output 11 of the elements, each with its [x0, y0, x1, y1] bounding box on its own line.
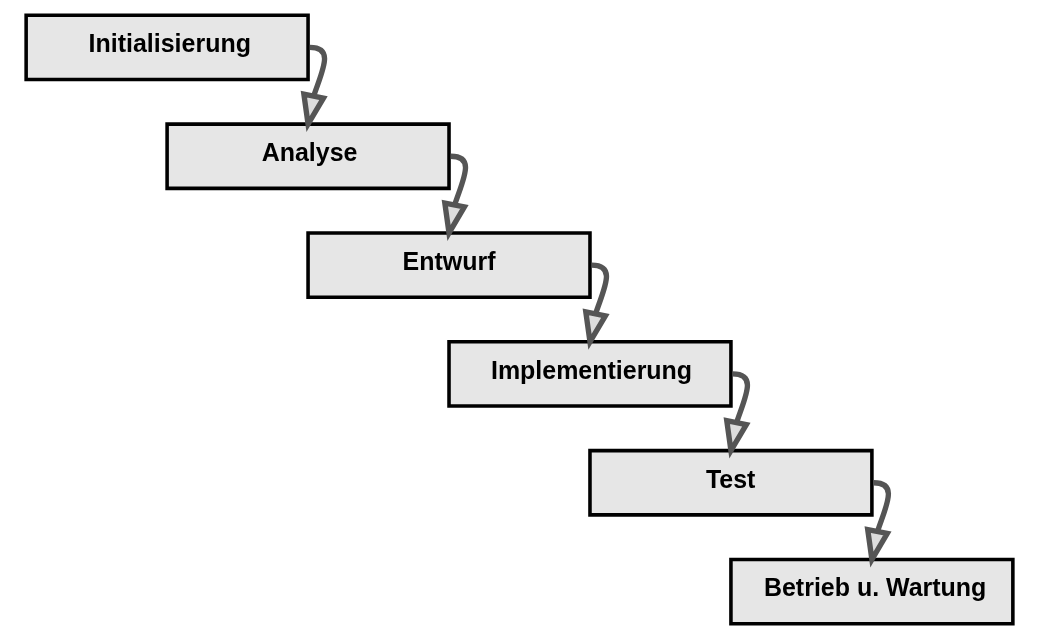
node-box: Entwurf: [305, 231, 592, 299]
arrow: [582, 262, 610, 350]
node-box: Initialisierung: [23, 13, 310, 82]
node-box: Implementierung: [446, 340, 733, 408]
node-box: Analyse: [164, 122, 451, 191]
arrow: [864, 480, 892, 568]
node-box: Test: [587, 448, 874, 517]
arrow: [300, 44, 328, 133]
node-box: Betrieb u. Wartung: [728, 557, 1015, 626]
arrow: [723, 371, 751, 459]
arrow: [441, 153, 469, 241]
